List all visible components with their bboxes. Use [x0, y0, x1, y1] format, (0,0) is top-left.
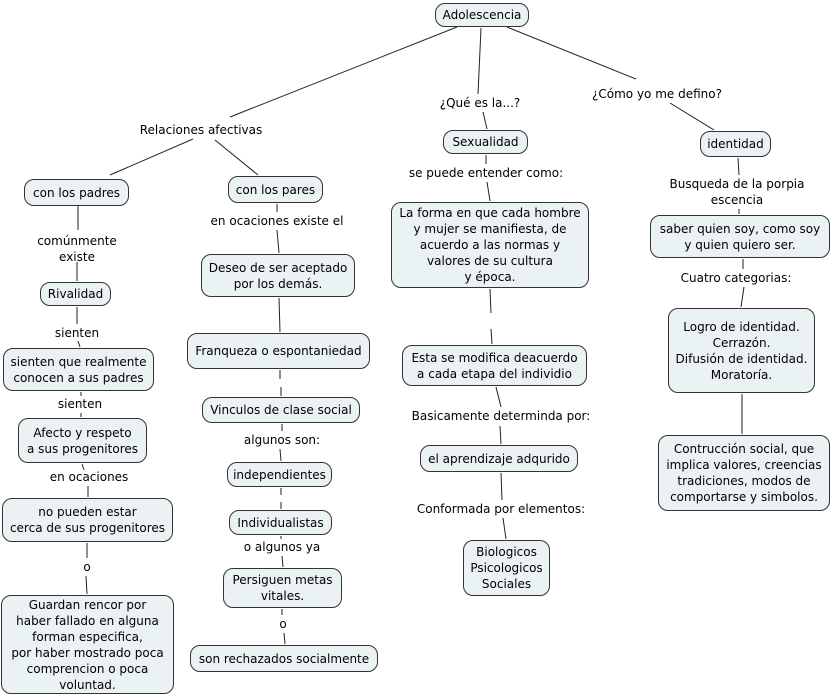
concept-node-logro[interactable]: Logro de identidad. Cerrazón. Difusión d…: [668, 308, 815, 393]
concept-node-rivalidad[interactable]: Rivalidad: [40, 282, 111, 306]
concept-node-sienten-conocen[interactable]: sienten que realmente conocen a sus padr…: [3, 348, 154, 391]
link-label-conformada-por[interactable]: Conformada por elementos:: [416, 502, 586, 516]
concept-node-individualistas[interactable]: Individualistas: [229, 510, 332, 535]
link-label-sienten-2[interactable]: sienten: [57, 397, 103, 411]
connector-line: [229, 26, 458, 118]
connector-line: [489, 288, 492, 314]
connector-line: [499, 425, 502, 445]
link-label-o-algunos-ya[interactable]: o algunos ya: [243, 540, 321, 554]
connector-line: [278, 297, 281, 333]
link-label-en-ocaciones[interactable]: en ocaciones: [49, 470, 129, 484]
connector-line: [81, 463, 85, 471]
connector-line: [740, 286, 745, 308]
link-label-o-2[interactable]: o: [279, 617, 287, 631]
link-label-busqueda[interactable]: Busqueda de la porpia escencia: [669, 177, 805, 207]
concept-node-afecto-respeto[interactable]: Afecto y respeto a sus progenitores: [18, 418, 147, 463]
concept-node-vinculos[interactable]: Vinculos de clase social: [202, 397, 360, 423]
concept-node-contruccion[interactable]: Contrucción social, que implica valores,…: [658, 435, 830, 511]
connector-line: [486, 181, 491, 202]
connector-line: [495, 386, 502, 408]
concept-node-con-los-pares[interactable]: con los pares: [228, 176, 323, 203]
connector-line: [490, 328, 493, 345]
concept-node-esta-se-modifica[interactable]: Esta se modifica deacuerdo a cada etapa …: [402, 345, 587, 386]
connector-line: [276, 229, 280, 254]
link-label-comunmente-existe[interactable]: comúnmente existe: [37, 234, 117, 264]
concept-node-la-forma[interactable]: La forma en que cada hombre y mujer se m…: [391, 202, 589, 288]
link-label-basicamente-determinda[interactable]: Basicamente determinda por:: [411, 409, 591, 423]
connector-line: [502, 517, 507, 540]
concept-node-sexualidad[interactable]: Sexualidad: [443, 130, 528, 154]
connector-line: [279, 448, 282, 462]
link-label-o-1[interactable]: o: [83, 560, 91, 574]
connector-line: [482, 111, 488, 130]
concept-node-guardan-rencor[interactable]: Guardan rencor por haber fallado en algu…: [1, 595, 174, 694]
connector-line: [85, 575, 88, 595]
concept-node-persiguen-metas[interactable]: Persiguen metas vitales.: [223, 568, 342, 608]
connector-line: [77, 340, 81, 348]
connector-line: [477, 27, 482, 95]
concept-node-adolescencia[interactable]: Adolescencia: [435, 3, 529, 27]
link-label-relaciones-afectivas[interactable]: Relaciones afectivas: [139, 123, 263, 137]
concept-node-identidad[interactable]: identidad: [700, 131, 771, 157]
concept-node-deseo-aceptado[interactable]: Deseo de ser aceptado por los demás.: [201, 254, 355, 297]
concept-node-aprendizaje[interactable]: el aprendizaje adqurido: [420, 445, 578, 472]
connector-line: [500, 472, 503, 501]
link-label-se-puede-entender[interactable]: se puede entender como:: [408, 166, 564, 180]
connector-line: [669, 102, 715, 131]
concept-node-no-pueden-estar[interactable]: no pueden estar cerca de sus progenitore…: [2, 498, 173, 542]
connector-line: [737, 157, 740, 176]
concept-node-rechazados[interactable]: son rechazados socialmente: [190, 645, 378, 672]
concept-node-independientes[interactable]: independientes: [227, 462, 332, 487]
link-label-como-me-defino[interactable]: ¿Cómo yo me defino?: [592, 87, 722, 101]
link-label-cuatro-categorias[interactable]: Cuatro categorias:: [680, 271, 792, 285]
link-label-sienten-1[interactable]: sienten: [54, 326, 100, 340]
connector-line: [109, 138, 194, 176]
link-label-que-es-la[interactable]: ¿Qué es la...?: [439, 96, 521, 110]
connector-line: [214, 139, 259, 176]
connector-line: [506, 26, 637, 80]
link-label-en-ocaciones-existe[interactable]: en ocaciones existe el: [210, 214, 344, 228]
concept-node-saber-quien-soy[interactable]: saber quien soy, como soy y quien quiero…: [650, 215, 830, 258]
concept-node-franqueza[interactable]: Franqueza o espontaniedad: [187, 333, 370, 369]
concept-node-con-los-padres[interactable]: con los padres: [24, 179, 129, 206]
connector-line: [283, 632, 286, 645]
link-label-algunos-son[interactable]: algunos son:: [243, 433, 321, 447]
concept-node-biologicos[interactable]: Biologicos Psicologicos Sociales: [463, 540, 550, 596]
connector-line: [281, 555, 284, 568]
